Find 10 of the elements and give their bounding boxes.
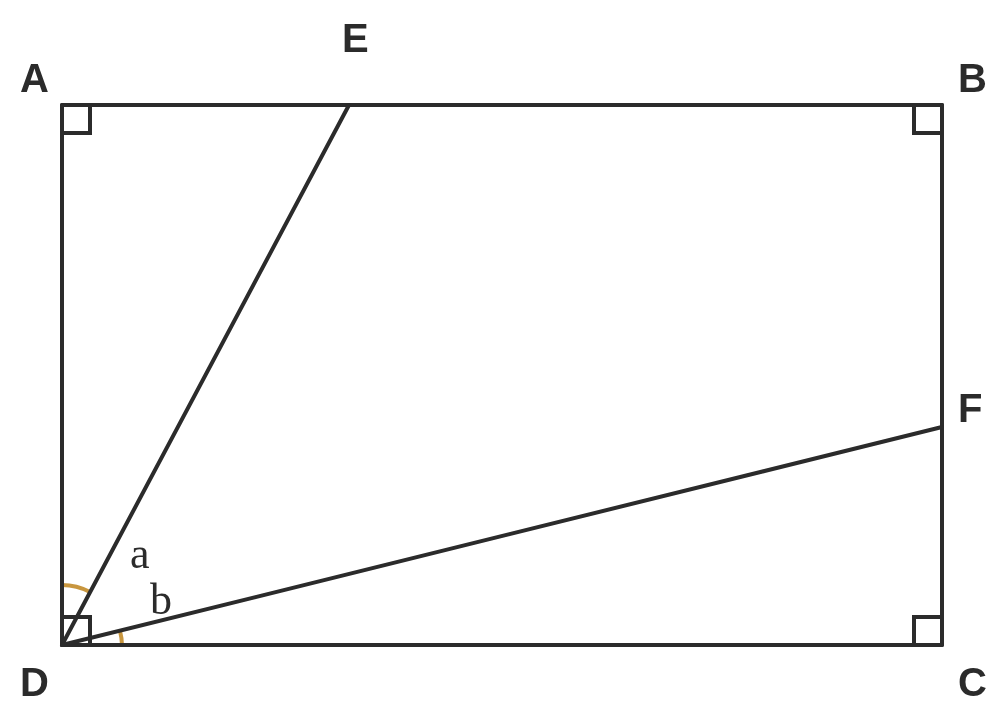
angle-label: a <box>130 532 150 576</box>
line-segment <box>60 103 64 647</box>
angle-label: b <box>150 578 172 622</box>
point-label: F <box>958 388 983 428</box>
point-label: A <box>20 58 49 98</box>
point-label: B <box>958 58 987 98</box>
point-label: C <box>958 662 987 702</box>
point-label: E <box>342 18 369 58</box>
point-label: D <box>20 662 49 702</box>
line-segment <box>60 103 351 647</box>
